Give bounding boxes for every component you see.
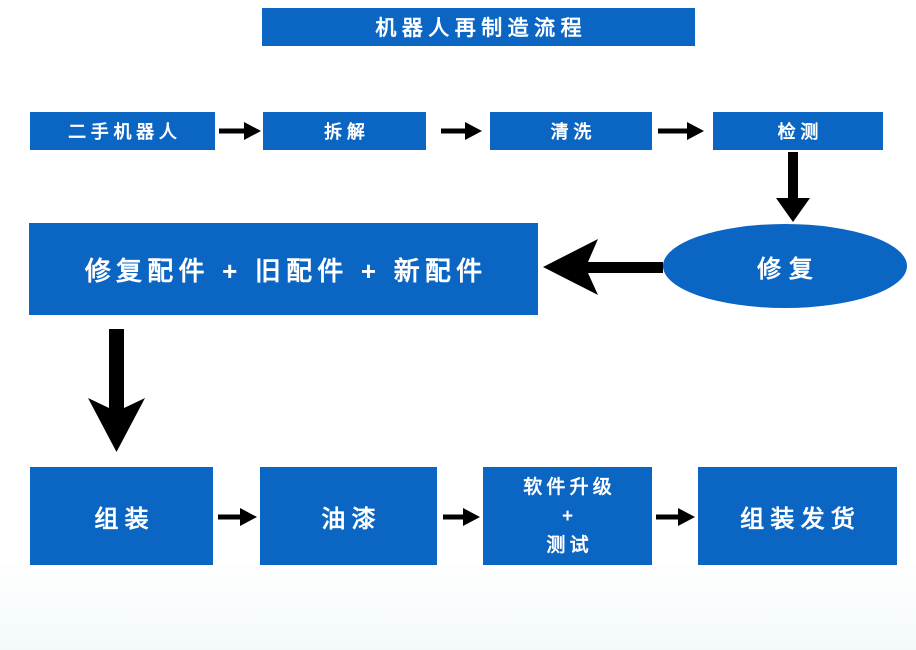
node-software-line1: 软件升级	[523, 476, 616, 498]
arrow-inspect-to-repair-icon	[776, 152, 810, 222]
node-disassemble-label: 拆解	[324, 122, 370, 142]
arrow-software-to-ship-icon	[656, 508, 695, 526]
node-assemble-label: 组装	[94, 505, 155, 533]
node-assemble-ship: 组装发货	[698, 467, 897, 565]
node-assemble: 组装	[30, 467, 213, 565]
node-software-line2: +	[561, 505, 578, 527]
node-repair-label: 修复	[757, 255, 821, 283]
node-software-line3: 测试	[546, 534, 593, 556]
node-used-robot-label: 二手机器人	[68, 122, 182, 142]
node-clean-label: 清洗	[550, 122, 597, 142]
node-paint-label: 油漆	[321, 505, 382, 533]
node-title: 机器人再制造流程	[262, 8, 695, 46]
arrow-assemble-to-paint-icon	[218, 508, 257, 526]
arrow-used-robot-to-disassemble-icon	[219, 122, 261, 140]
arrow-repair-to-parts-icon	[543, 239, 663, 295]
node-inspect: 检测	[713, 112, 883, 150]
node-disassemble: 拆解	[263, 112, 426, 150]
node-software-upgrade-test: 软件升级 + 测试	[483, 467, 652, 565]
node-inspect-label: 检测	[777, 122, 824, 142]
arrow-clean-to-inspect-icon	[658, 122, 704, 140]
node-parts-combination: 修复配件 + 旧配件 + 新配件	[29, 223, 538, 315]
arrow-paint-to-software-icon	[443, 508, 480, 526]
node-used-robot: 二手机器人	[30, 112, 215, 150]
title-text: 机器人再制造流程	[375, 17, 588, 40]
node-clean: 清洗	[490, 112, 652, 150]
arrow-parts-to-assemble-icon	[88, 329, 145, 452]
arrow-disassemble-to-clean-icon	[441, 122, 482, 140]
node-repair-ellipse: 修复	[663, 224, 907, 308]
node-paint: 油漆	[260, 467, 437, 565]
node-parts-combination-label: 修复配件 + 旧配件 + 新配件	[84, 255, 488, 286]
node-assemble-ship-label: 组装发货	[740, 505, 862, 533]
